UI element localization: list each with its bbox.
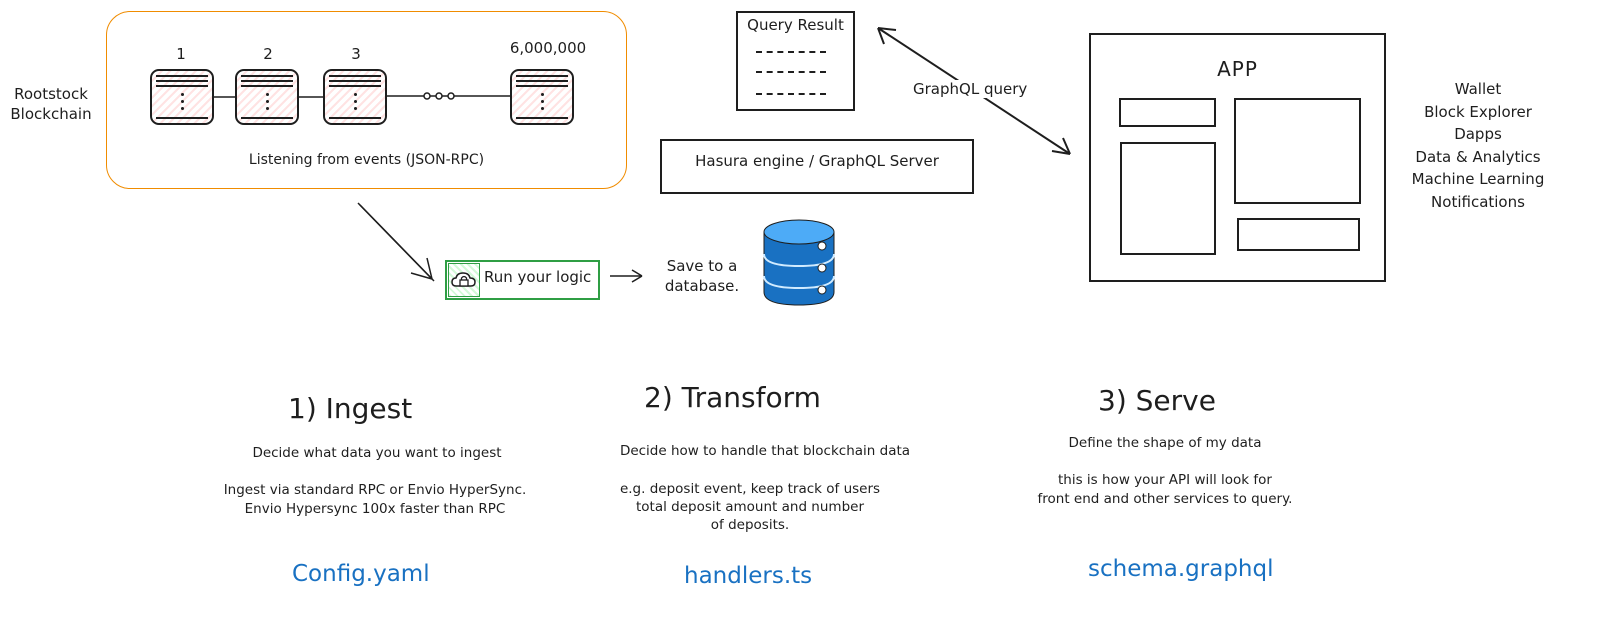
- step-description: this is how your API will look for: [1058, 472, 1272, 488]
- save-label-line: database.: [664, 277, 740, 296]
- blockchain-container: [106, 11, 627, 189]
- block-icon: [323, 69, 387, 125]
- graphql-server-box: [660, 139, 974, 194]
- app-panel: [1234, 98, 1361, 204]
- listening-caption: Listening from events (JSON-RPC): [248, 152, 485, 168]
- use-case-item: Wallet: [1454, 80, 1502, 98]
- result-placeholder-line: [756, 93, 826, 95]
- app-panel: [1120, 142, 1216, 255]
- file-name-schema: schema.graphql: [1088, 556, 1274, 582]
- use-case-item: Data & Analytics: [1415, 147, 1541, 166]
- result-placeholder-line: [756, 71, 826, 73]
- query-result-title: Query Result: [747, 16, 844, 34]
- graphql-query-label: GraphQL query: [911, 80, 1030, 98]
- app-panel: [1237, 218, 1360, 251]
- file-name-handlers: handlers.ts: [684, 563, 813, 589]
- step-title: 1) Ingest: [288, 392, 413, 425]
- logic-box: [445, 260, 600, 300]
- step-description: Decide how to handle that blockchain dat…: [619, 443, 911, 459]
- block-number: 6,000,000: [509, 39, 587, 57]
- app-frame: [1089, 33, 1386, 282]
- step-description: of deposits.: [710, 517, 790, 533]
- step-title: 2) Transform: [644, 381, 821, 414]
- chain-ellipsis-dot: [447, 92, 455, 100]
- step-description: Envio Hypersync 100x faster than RPC: [244, 501, 506, 517]
- app-panel: [1119, 98, 1216, 127]
- app-title: APP: [1217, 57, 1258, 81]
- step-description: front end and other services to query.: [1037, 491, 1293, 507]
- chain-ellipsis-dot: [423, 92, 431, 100]
- database-icon: [763, 219, 835, 306]
- result-placeholder-line: [756, 51, 826, 53]
- file-name-config: Config.yaml: [292, 561, 430, 587]
- step-description: e.g. deposit event, keep track of users: [619, 481, 881, 497]
- cloud-lock-icon: [448, 263, 480, 297]
- use-case-item: Machine Learning: [1411, 170, 1545, 188]
- block-icon: [150, 69, 214, 125]
- block-number: 1: [176, 45, 186, 63]
- arrow-to-save: [610, 269, 643, 283]
- save-label-line: Save to a: [666, 257, 738, 275]
- block-number: 2: [263, 45, 273, 63]
- use-case-item: Block Explorer: [1424, 102, 1532, 121]
- network-label: Rootstock Blockchain: [10, 85, 92, 124]
- use-case-item: Notifications: [1431, 192, 1525, 211]
- step-description: Define the shape of my data: [1068, 435, 1262, 451]
- chain-ellipsis-dot: [435, 92, 443, 100]
- graphql-server-label: Hasura engine / GraphQL Server: [695, 152, 939, 170]
- step-title: 3) Serve: [1098, 384, 1216, 417]
- step-description: Decide what data you want to ingest: [252, 445, 502, 461]
- query-result-box: [736, 11, 855, 111]
- step-description: total deposit amount and number: [636, 499, 864, 515]
- arrow-to-logic: [357, 202, 435, 282]
- use-case-item: Dapps: [1454, 125, 1502, 143]
- step-description: Ingest via standard RPC or Envio HyperSy…: [223, 482, 527, 498]
- block-number: 3: [351, 45, 361, 63]
- logic-label: Run your logic: [484, 268, 592, 286]
- save-label: Save to a database.: [650, 256, 754, 297]
- block-icon: [235, 69, 299, 125]
- use-case-list: Wallet Block Explorer Dapps Data & Analy…: [1398, 78, 1558, 213]
- block-icon: [510, 69, 574, 125]
